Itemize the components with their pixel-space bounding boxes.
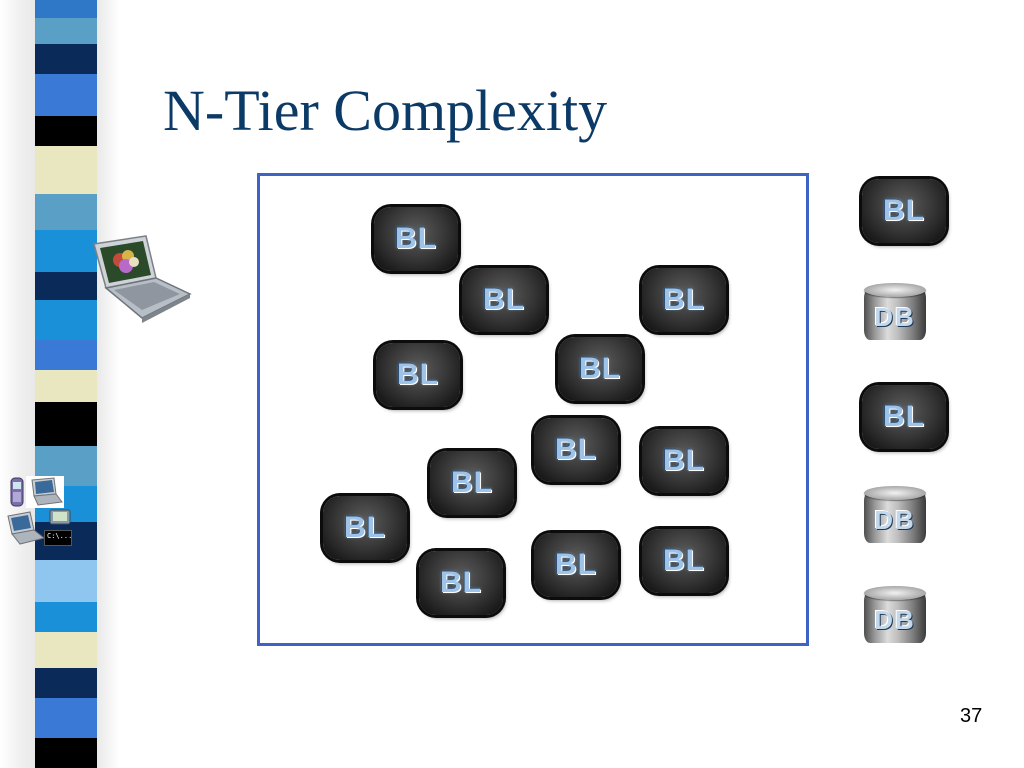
- business-logic-node: BL: [642, 429, 726, 493]
- phone-icon: [8, 476, 26, 508]
- business-logic-node: BL: [323, 496, 407, 560]
- business-logic-label: BL: [451, 466, 493, 499]
- decorative-side-stripe: [0, 0, 120, 768]
- business-logic-node: BL: [534, 533, 618, 597]
- pda-icon: [4, 510, 46, 546]
- business-logic-tier-box: [257, 173, 809, 646]
- page-number: 37: [960, 705, 983, 727]
- business-logic-node: BL: [862, 385, 946, 449]
- business-logic-label: BL: [579, 352, 621, 385]
- business-logic-label: BL: [397, 358, 439, 391]
- business-logic-label: BL: [663, 544, 705, 577]
- pda-icon: [48, 508, 72, 526]
- console-terminal-icon: C:\...: [44, 530, 72, 546]
- business-logic-label: BL: [663, 444, 705, 477]
- database-cylinder-top: [864, 486, 926, 500]
- stripe-bands: [35, 0, 97, 768]
- business-logic-node: BL: [430, 451, 514, 515]
- laptop-icon: [26, 476, 64, 508]
- business-logic-node: BL: [862, 179, 946, 243]
- business-logic-node: BL: [558, 337, 642, 401]
- business-logic-label: BL: [663, 283, 705, 316]
- database-label: DB: [874, 504, 916, 535]
- database-label: DB: [874, 301, 916, 332]
- business-logic-label: BL: [483, 283, 525, 316]
- laptop-icon: [90, 232, 192, 324]
- business-logic-node: BL: [376, 343, 460, 407]
- business-logic-node: BL: [374, 207, 458, 271]
- business-logic-node: BL: [642, 529, 726, 593]
- business-logic-node: BL: [642, 268, 726, 332]
- business-logic-node: BL: [534, 418, 618, 482]
- database-cylinder-top: [864, 283, 926, 297]
- business-logic-label: BL: [395, 222, 437, 255]
- business-logic-label: BL: [555, 433, 597, 466]
- business-logic-label: BL: [440, 566, 482, 599]
- business-logic-label: BL: [555, 548, 597, 581]
- business-logic-label: BL: [883, 400, 925, 433]
- database-cylinder: DB: [864, 586, 926, 646]
- slide-title: N-Tier Complexity: [163, 78, 608, 143]
- business-logic-node: BL: [462, 268, 546, 332]
- business-logic-label: BL: [883, 194, 925, 227]
- database-label: DB: [874, 604, 916, 635]
- database-cylinder-top: [864, 586, 926, 600]
- database-cylinder: DB: [864, 486, 926, 546]
- database-cylinder: DB: [864, 283, 926, 343]
- business-logic-node: BL: [419, 551, 503, 615]
- terminal-text: C:\...: [47, 532, 73, 540]
- business-logic-label: BL: [344, 511, 386, 544]
